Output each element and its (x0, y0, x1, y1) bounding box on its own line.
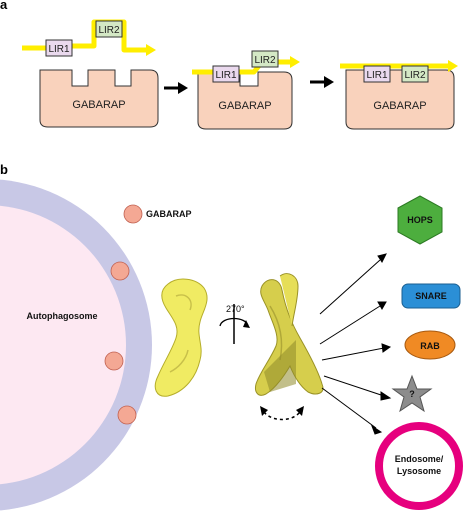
gabarap-label-3: GABARAP (373, 100, 426, 112)
lir2-box-1 (95, 20, 123, 38)
lir1-label-1: LIR1 (48, 44, 70, 55)
lir1-box-1 (45, 39, 73, 57)
lir2-label-2: LIR2 (254, 55, 276, 66)
snare-node: SNARE (401, 283, 461, 309)
linker-stage-1 (22, 19, 148, 53)
gabarap-circle (117, 405, 137, 425)
linker-arrowhead-3 (448, 60, 458, 72)
rab-node: RAB (404, 330, 456, 360)
lir1-label-3: LIR1 (366, 70, 388, 81)
rotation-label: 270° (226, 304, 245, 314)
gabarap-stage-1 (39, 69, 159, 128)
protein-density-front-view (255, 273, 324, 396)
lir1-box-2 (212, 65, 240, 83)
rab-label: RAB (420, 341, 440, 351)
transition-arrow-1 (164, 82, 188, 94)
gabarap-circle (123, 204, 143, 224)
gabarap-stage-3 (345, 69, 455, 130)
autophagosome: Autophagosome (0, 179, 152, 511)
gabarap-label-1: GABARAP (72, 99, 125, 111)
hops-node: HOPS (397, 195, 443, 245)
lir2-label-1: LIR2 (98, 25, 120, 36)
gabarap-circle (104, 351, 124, 371)
protein-density-side-view (154, 278, 208, 397)
autophagosome-lumen (0, 205, 126, 485)
lir1-box-3 (363, 65, 391, 83)
dashed-rotation-arrow (260, 406, 304, 421)
endosome-label-line2: Lysosome (397, 466, 441, 476)
lir2-box-2 (251, 50, 279, 68)
interaction-arrows (319, 253, 392, 435)
endosome-lysosome-node: Endosome/ Lysosome (375, 422, 463, 510)
hops-label: HOPS (407, 215, 433, 225)
panel-b-letter: b (0, 162, 8, 177)
panel-a-stage-2: GABARAP LIR1 LIR2 (192, 50, 300, 130)
gabarap-stage-2 (197, 71, 293, 130)
snare-label: SNARE (415, 291, 447, 301)
gabarap-label: GABARAP (146, 209, 192, 219)
unknown-label: ? (409, 389, 415, 399)
lir2-label-3: LIR2 (404, 70, 426, 81)
endosome-label-line1: Endosome/ (395, 454, 444, 464)
panel-a-stage-1: GABARAP LIR1 LIR2 (22, 19, 159, 128)
panel-a-stage-3: GABARAP LIR1 LIR2 (340, 60, 458, 130)
lir2-box-3 (401, 65, 429, 83)
linker-arrowhead-2 (290, 56, 300, 68)
transition-arrow-2 (310, 76, 334, 88)
rotation-symbol: 270° (219, 304, 250, 344)
gabarap-circle (110, 261, 130, 281)
unknown-node: ? (391, 374, 433, 413)
lir1-label-2: LIR1 (215, 70, 237, 81)
gabarap-label-2: GABARAP (218, 100, 271, 112)
autophagosome-label: Autophagosome (27, 311, 98, 321)
linker-arrowhead-1 (146, 44, 156, 56)
panel-a-letter: a (0, 0, 8, 12)
